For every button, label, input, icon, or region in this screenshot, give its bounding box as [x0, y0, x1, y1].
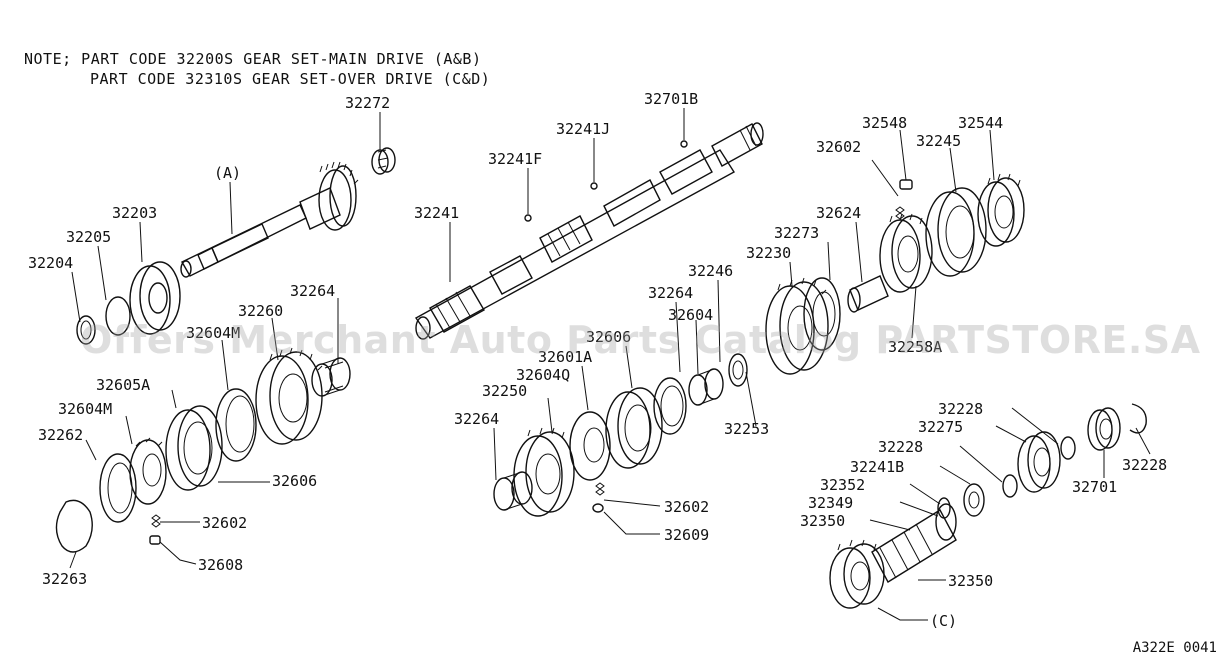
callout-32250: 32250: [482, 382, 527, 400]
callout-32253: 32253: [724, 420, 769, 438]
counter-gear-32350-part: [871, 509, 957, 583]
gear-32260-part: [255, 347, 323, 445]
callout-labels: 32272 (A) 32203 32205 32204 32264 32260 …: [28, 90, 1167, 630]
callout-32350-lower: 32350: [948, 572, 993, 590]
callout-32352: 32352: [820, 476, 865, 494]
gear-32250-part: [513, 427, 575, 517]
main-shaft-32241-part: [414, 122, 764, 340]
leader-lines: [69, 108, 1151, 621]
snap-ring-32228-lower-part: [1002, 474, 1018, 498]
nut-32241B-part: [963, 483, 985, 517]
baulk-ring-32262-part: [99, 453, 137, 523]
needle-bearing-32264-right-part: [688, 368, 724, 406]
callout-32349: 32349: [808, 494, 853, 512]
bearing-32275-part: [1017, 431, 1061, 493]
callout-32264-left: 32264: [290, 282, 335, 300]
callout-32241F: 32241F: [488, 150, 542, 168]
spacer-32349-part: [935, 503, 957, 541]
callout-32241: 32241: [414, 204, 459, 222]
washer-32246-part: [728, 353, 748, 387]
needle-bearing-32264-mid-part: [493, 471, 533, 511]
callout-32258A: 32258A: [888, 338, 942, 356]
callout-32606-left: 32606: [272, 472, 317, 490]
washer-32352-part: [937, 497, 951, 519]
gear-32258A-part: [879, 213, 933, 293]
callout-32241J: 32241J: [556, 120, 610, 138]
sleeve-32606-mid-part: [605, 387, 663, 469]
callout-32548: 32548: [862, 114, 907, 132]
callout-32263: 32263: [42, 570, 87, 588]
callout-32275: 32275: [918, 418, 963, 436]
sleeve-32606-left-part: [165, 405, 223, 491]
bearing-32701-part: [1087, 407, 1121, 451]
gear-32230-part: [765, 277, 829, 375]
callout-32230: 32230: [746, 244, 791, 262]
note-line-2: PART CODE 32310S GEAR SET-OVER DRIVE (C&…: [90, 70, 491, 88]
baulk-ring-32604-part: [653, 377, 687, 435]
bearing-32272-part: [371, 147, 396, 175]
callout-A: (A): [214, 164, 241, 182]
callout-32260: 32260: [238, 302, 283, 320]
spring-32263-part: [55, 499, 93, 553]
callout-32602-left: 32602: [202, 514, 247, 532]
callout-32609: 32609: [664, 526, 709, 544]
callout-32701: 32701: [1072, 478, 1117, 496]
snap-ring-32228-right-part: [1129, 403, 1147, 434]
callout-32604Q: 32604Q: [516, 366, 570, 384]
insert-32548-part: [899, 179, 913, 190]
callout-32604: 32604: [668, 306, 713, 324]
spring-32602-right-part: [895, 206, 905, 220]
callout-32273: 32273: [774, 224, 819, 242]
sleeve-32245-part: [925, 187, 987, 277]
callout-32272: 32272: [345, 94, 390, 112]
callout-32262: 32262: [38, 426, 83, 444]
callout-32604M-upper: 32604M: [186, 324, 240, 342]
needle-bearing-32264-left-part: [311, 357, 351, 397]
snap-ring-32228-mid-part: [1060, 436, 1076, 460]
hub-32605A-part: [129, 437, 167, 505]
callout-32264-lower: 32264: [454, 410, 499, 428]
spring-32602-left-part: [151, 514, 161, 528]
callout-32228-upper: 32228: [938, 400, 983, 418]
snap-ring-32204-part: [76, 315, 96, 345]
callout-32228-mid: 32228: [878, 438, 923, 456]
snap-ring-32205-part: [105, 296, 131, 336]
ring-32273-part: [803, 277, 841, 351]
callout-32245: 32245: [916, 132, 961, 150]
callout-32228-right: 32228: [1122, 456, 1167, 474]
callout-32602-right: 32602: [816, 138, 861, 156]
callout-32544: 32544: [958, 114, 1003, 132]
callout-32606-mid: 32606: [586, 328, 631, 346]
shaft-markers: [524, 140, 688, 222]
callout-C: (C): [930, 612, 957, 630]
callout-32701B: 32701B: [644, 90, 698, 108]
callout-32608: 32608: [198, 556, 243, 574]
baulk-ring-left-part: [215, 388, 257, 462]
gear-32544-part: [977, 173, 1025, 247]
hub-32601A-part: [569, 411, 611, 481]
callout-32604M-lower: 32604M: [58, 400, 112, 418]
insert-32608-part: [149, 535, 161, 545]
main-drive-gear-part: [180, 161, 359, 278]
watermark: Offers Merchant Auto Parts Catalog PARTS…: [80, 318, 1201, 362]
diagram-code: A322E 0041: [1132, 640, 1217, 656]
callout-32350-upper: 32350: [800, 512, 845, 530]
callout-32605A: 32605A: [96, 376, 150, 394]
note-line-1: NOTE; PART CODE 32200S GEAR SET-MAIN DRI…: [24, 50, 482, 68]
ball-32609-part: [592, 503, 604, 513]
callout-32246: 32246: [688, 262, 733, 280]
bearing-32203-part: [129, 261, 181, 335]
callout-32264-mid: 32264: [648, 284, 693, 302]
callout-32601A: 32601A: [538, 348, 592, 366]
sleeve-32624-part: [847, 275, 889, 313]
callout-32204: 32204: [28, 254, 73, 272]
spring-32602-mid-part: [595, 482, 605, 496]
callout-32602-mid: 32602: [664, 498, 709, 516]
callout-32203: 32203: [112, 204, 157, 222]
callout-32205: 32205: [66, 228, 111, 246]
callout-32241B: 32241B: [850, 458, 904, 476]
callout-32624: 32624: [816, 204, 861, 222]
